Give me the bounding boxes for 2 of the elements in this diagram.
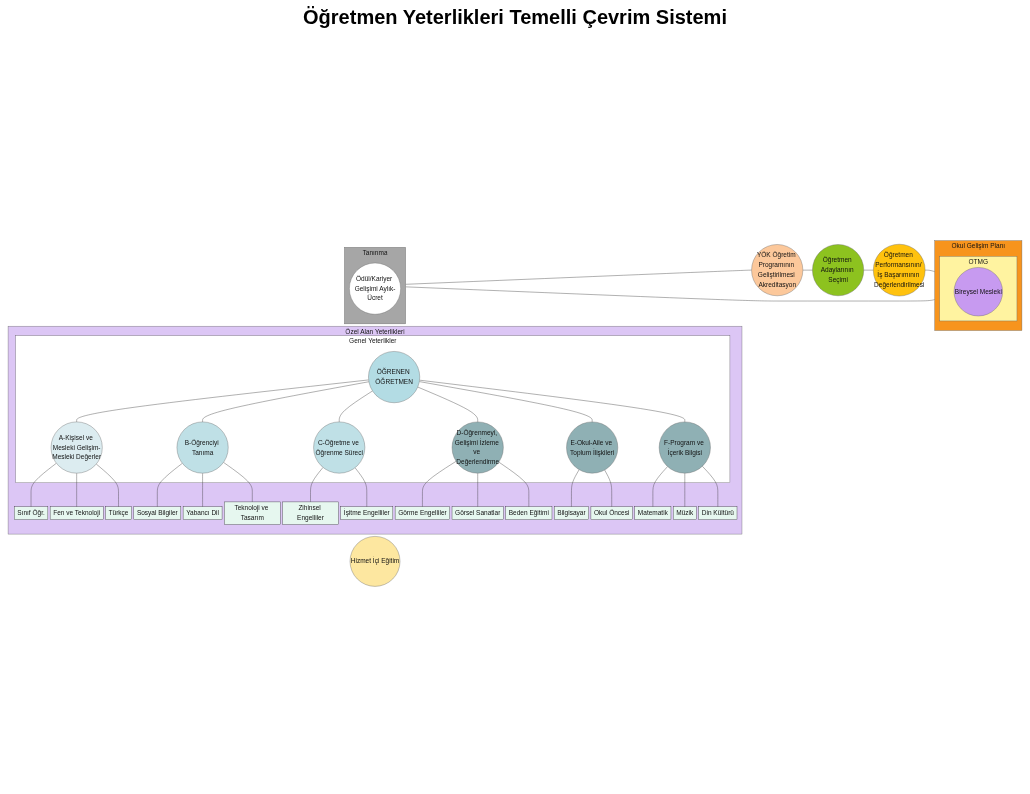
diagram-title: Öğretmen Yeterlikleri Temelli Çevrim Sistemi: [303, 6, 727, 29]
connector: [96, 463, 119, 507]
